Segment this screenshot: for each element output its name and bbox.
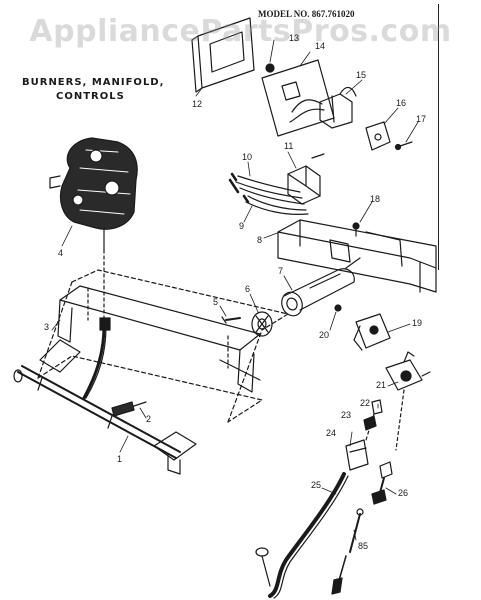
part-label-6: 6 — [245, 284, 251, 294]
part-label-13: 13 — [289, 33, 300, 43]
wire-harness-part-10 — [228, 172, 305, 205]
part-label-24: 24 — [326, 428, 337, 438]
coupling-part-24 — [345, 439, 369, 471]
part-label-25: 25 — [311, 480, 322, 490]
orifice-fitting-part-2 — [111, 401, 147, 417]
part-label-8: 8 — [257, 235, 263, 245]
burner-rail-part-8 — [277, 219, 437, 293]
part-label-19: 19 — [412, 318, 423, 328]
nut-part-23 — [363, 415, 377, 431]
screw-part-18 — [352, 222, 360, 237]
bracket-part-16 — [365, 121, 391, 151]
watermark: AppliancePartsPros.com — [29, 14, 452, 49]
part-label-14: 14 — [315, 41, 326, 51]
burner-tube-part-7 — [281, 257, 361, 317]
diagram-title-line2: CONTROLS — [56, 91, 125, 102]
screw-part-20 — [334, 304, 342, 312]
part-label-5: 5 — [213, 297, 219, 307]
orifice-screw-part-5 — [221, 316, 241, 324]
part-label-10: 10 — [242, 152, 253, 162]
part-label-23: 23 — [341, 410, 352, 420]
part-label-4: 4 — [58, 248, 64, 258]
part-label-11: 11 — [284, 141, 294, 151]
part-label-2: 2 — [146, 414, 152, 424]
screw-part-17 — [394, 141, 413, 151]
manifold-pipe-part-1 — [13, 365, 197, 475]
part-label-12: 12 — [192, 99, 203, 109]
mounting-plate-outline — [37, 269, 289, 423]
gas-valve-part-4 — [49, 137, 138, 251]
border-line — [438, 4, 439, 270]
manifold-bracket-part-3 — [39, 285, 261, 393]
ignitor-bracket-part-19 — [353, 313, 391, 351]
part-label-1: 1 — [117, 454, 123, 464]
flex-tube-part-25 — [255, 472, 349, 599]
fitting-part-22 — [371, 399, 383, 415]
part-label-22: 22 — [360, 398, 371, 408]
part-label-26: 26 — [398, 488, 409, 498]
connection-dashes — [365, 389, 405, 451]
control-valve-part-21 — [385, 351, 431, 391]
gas-supply-tube — [82, 249, 111, 400]
part-label-9: 9 — [239, 221, 245, 231]
leader-lines — [51, 39, 419, 541]
part-label-20: 20 — [319, 330, 330, 340]
part-label-7: 7 — [278, 266, 284, 276]
diagram-title-line1: BURNERS, MANIFOLD, — [22, 77, 165, 88]
thermocouple-fitting-part-26 — [371, 461, 393, 505]
thermocouple-probe-part-85 — [331, 508, 364, 595]
bracket-part-12 — [191, 17, 255, 93]
part-label-18: 18 — [370, 194, 381, 204]
part-label-17: 17 — [416, 114, 427, 124]
part-label-21: 21 — [376, 380, 387, 390]
transformer-part-11 — [287, 153, 325, 205]
part-label-85: 85 — [358, 541, 369, 551]
part-label-16: 16 — [396, 98, 407, 108]
part-label-3: 3 — [44, 322, 50, 332]
ignition-module-part-15 — [289, 86, 357, 129]
screw-part-13 — [265, 63, 275, 73]
model-number: MODEL NO. 867.761020 — [258, 9, 355, 19]
wire-harness-part-9 — [242, 194, 309, 215]
part-label-15: 15 — [356, 70, 367, 80]
